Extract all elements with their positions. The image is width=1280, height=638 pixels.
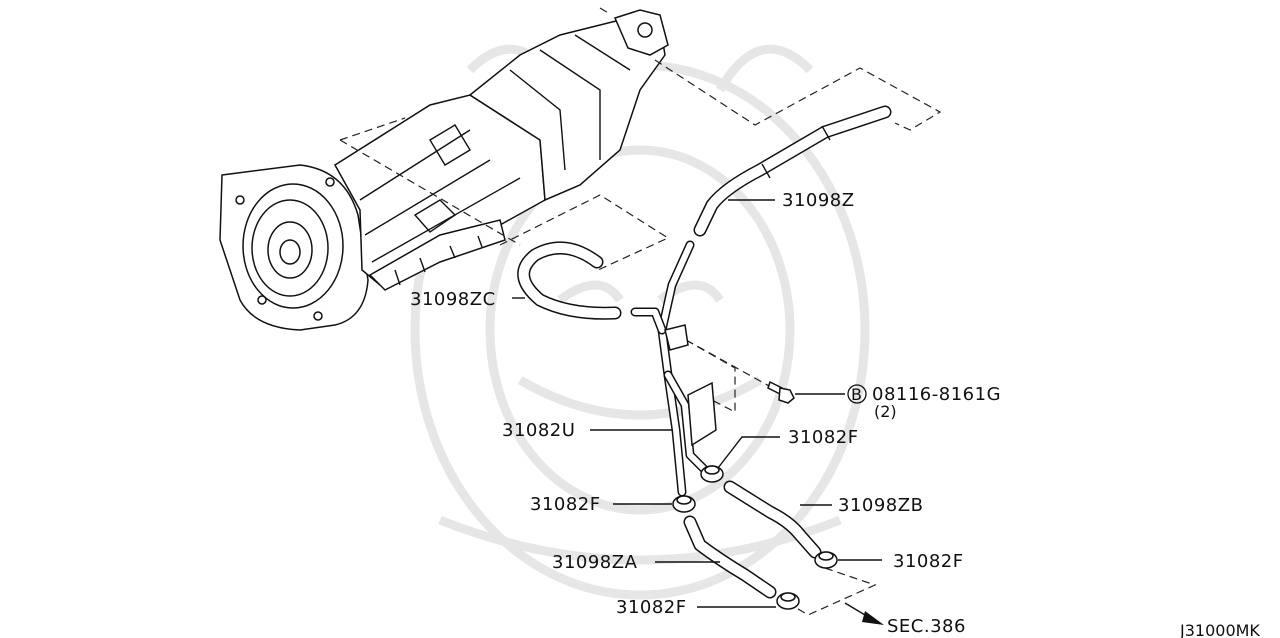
arrow-icon (844, 602, 884, 625)
label-hose-31098z: 31098Z (782, 190, 855, 211)
tube-31082u (630, 240, 717, 497)
label-hose-31098zc: 31098ZC (410, 289, 496, 310)
hose-31098z (693, 105, 892, 237)
label-tube-31082u: 31082U (502, 420, 575, 441)
bolt-icon (767, 380, 795, 404)
clamp-icon (700, 465, 724, 483)
dashed-alignment-lines (339, 7, 942, 616)
leader-lines (512, 199, 882, 608)
clamp-icon (814, 551, 838, 569)
bolt-marker: B (847, 384, 867, 404)
bolt-marker-letter: B (851, 385, 862, 404)
hose-31098za (683, 515, 777, 599)
label-clamp-right: 31082F (893, 551, 964, 572)
hose-31098zb (723, 480, 822, 559)
clamp-icon (672, 495, 696, 513)
label-section-ref: SEC.386 (887, 616, 966, 637)
label-hose-31098zb: 31098ZB (838, 495, 923, 516)
hose-31098zc (517, 241, 622, 320)
label-hose-31098za: 31098ZA (552, 552, 638, 573)
label-clamp-upper-right: 31082F (788, 427, 859, 448)
label-bolt-part: 08116-8161G (872, 384, 1001, 405)
transmission-assembly (219, 9, 669, 331)
label-clamp-bottom: 31082F (616, 597, 687, 618)
diagram-code: J31000MK (1179, 621, 1260, 638)
label-clamp-left: 31082F (530, 494, 601, 515)
clamp-icon (776, 592, 800, 610)
label-bolt-qty: (2) (874, 402, 897, 421)
